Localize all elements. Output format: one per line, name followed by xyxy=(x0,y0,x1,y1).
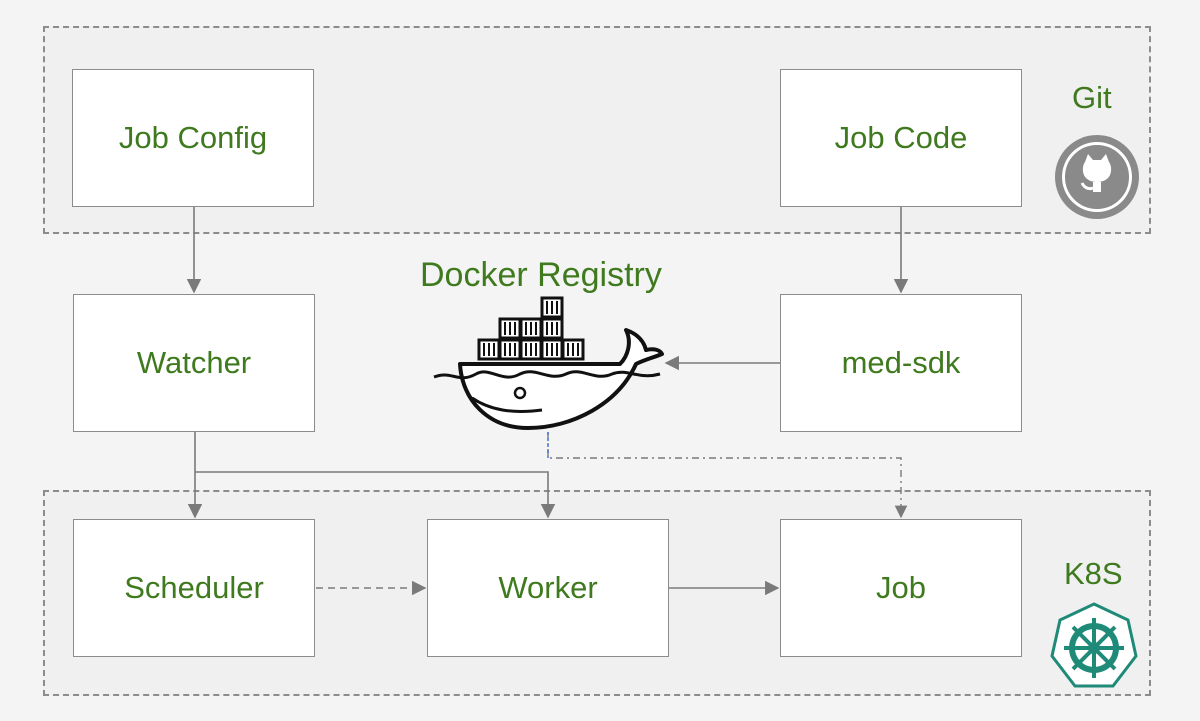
job-config-box: Job Config xyxy=(72,69,314,207)
kubernetes-helm-icon xyxy=(1050,602,1138,688)
docker-whale-icon xyxy=(433,296,664,430)
job-box: Job xyxy=(780,519,1022,657)
git-group-label: Git xyxy=(1072,80,1112,115)
job-code-box: Job Code xyxy=(780,69,1022,207)
watcher-box: Watcher xyxy=(73,294,315,432)
docker-registry-label: Docker Registry xyxy=(420,256,662,294)
med-sdk-box: med-sdk xyxy=(780,294,1022,432)
worker-box: Worker xyxy=(427,519,669,657)
scheduler-box: Scheduler xyxy=(73,519,315,657)
k8s-group-label: K8S xyxy=(1064,556,1123,591)
github-octocat-icon xyxy=(1055,135,1139,219)
